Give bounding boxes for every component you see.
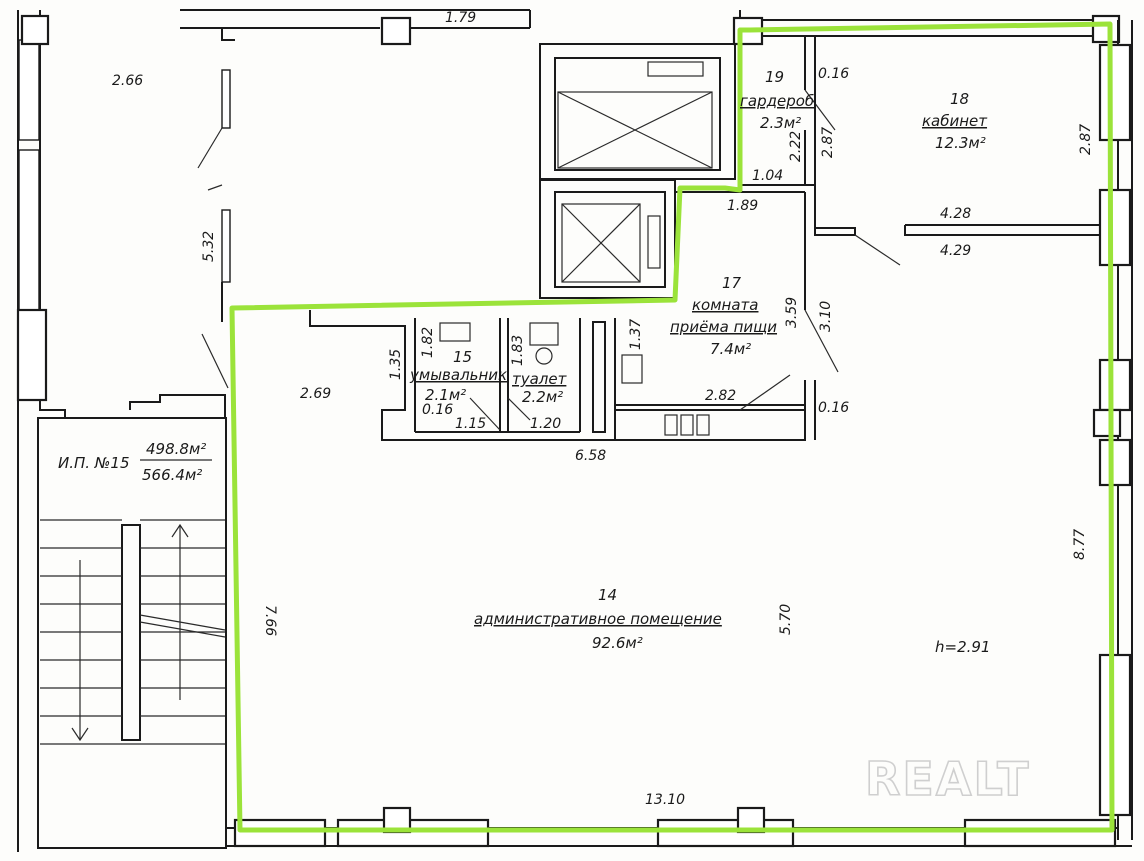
dim-label: 13.10 [645,792,685,808]
room-19-area: 2.3м² [760,114,801,132]
stair-label: И.П. №15 [58,454,130,472]
dim-label: 2.87 [1078,124,1094,155]
window-inner-2 [221,209,231,283]
column-corner-tr [1091,14,1121,44]
staircase [40,519,226,745]
room-18-area: 12.3м² [935,134,986,152]
dim-label: 1.15 [455,416,486,432]
ceiling-height: h=2.91 [935,638,990,656]
watermark: REALT [865,752,1031,806]
room-17-number: 17 [722,274,742,292]
dim-label: 0.16 [422,402,453,418]
room-18-number: 18 [950,90,969,108]
window-right-2 [1098,188,1132,267]
dim-label: 4.28 [940,206,971,222]
room-14-area: 92.6м² [592,634,643,652]
dim-label: 1.89 [727,198,758,214]
window-bottom-2 [336,818,490,848]
interior-walls-right-block [675,36,1101,440]
room-19-name: гардероб [740,92,814,110]
stair-area-top: 498.8м² [146,440,206,458]
toilet-name: туалет [512,370,568,388]
dim-label: 2.82 [705,388,736,404]
dim-label: 5.32 [201,231,217,262]
dim-label: 1.37 [628,319,644,350]
room-18-name: кабинет [922,112,988,130]
dimension-labels: 1.79 2.66 5.32 2.69 7.66 0.16 2.87 2.22 … [112,10,1094,808]
room-19-number: 19 [765,68,784,86]
window-right-4 [1098,438,1132,487]
window-bottom-1 [233,818,327,848]
window-bottom-4 [963,818,1117,848]
room-15-number: 15 [453,348,472,366]
highlight-outline [229,21,1115,833]
outer-walls [16,9,1133,852]
dim-label: 2.87 [820,127,836,158]
dim-label: 2.22 [788,131,804,162]
window-right-5 [1098,653,1132,817]
elevator-shafts [539,43,736,299]
dim-label: 4.29 [940,243,971,259]
dim-label: 7.66 [262,605,278,636]
window-left-1 [18,39,40,141]
room-15-area: 2.1м² [425,386,466,404]
dim-label: 1.04 [752,168,783,184]
room-14-name: административное помещение [474,610,722,628]
dim-label: 1.83 [510,335,526,366]
interior-walls-upper-left [197,28,235,389]
dim-label: 1.20 [530,416,561,432]
dim-label: 6.58 [575,448,606,464]
toilet-area: 2.2м² [522,388,563,406]
dim-label: 2.66 [112,73,143,89]
column-right-mid [1092,408,1122,438]
dim-label: 1.82 [420,327,436,358]
window-right-3 [1098,358,1132,412]
column-left [16,308,48,402]
stair-area-bottom: 566.4м² [142,466,202,484]
dim-label: 0.16 [818,400,849,416]
dim-label: 8.77 [1072,529,1088,560]
column-top-mid [380,16,412,46]
dim-label: 3.59 [784,297,800,328]
room-17-area: 7.4м² [710,340,751,358]
dim-label: 2.69 [300,386,331,402]
room-17-name-line2: приёма пищи [670,318,777,336]
window-left-2 [18,149,40,311]
dim-label: 1.79 [445,10,476,26]
room-17-name-line1: комната [692,296,758,314]
column-top-left [20,14,50,46]
room-15-name: умывальник [409,366,507,384]
window-bottom-3 [656,818,795,848]
sanitary-block [309,310,806,441]
window-right-1 [1098,43,1132,142]
window-inner-1 [221,69,231,129]
dim-label: 0.16 [818,66,849,82]
dim-label: 1.35 [388,349,404,380]
room-14-number: 14 [598,586,617,604]
dim-label: 5.70 [778,604,794,635]
dim-label: 3.10 [818,301,834,332]
